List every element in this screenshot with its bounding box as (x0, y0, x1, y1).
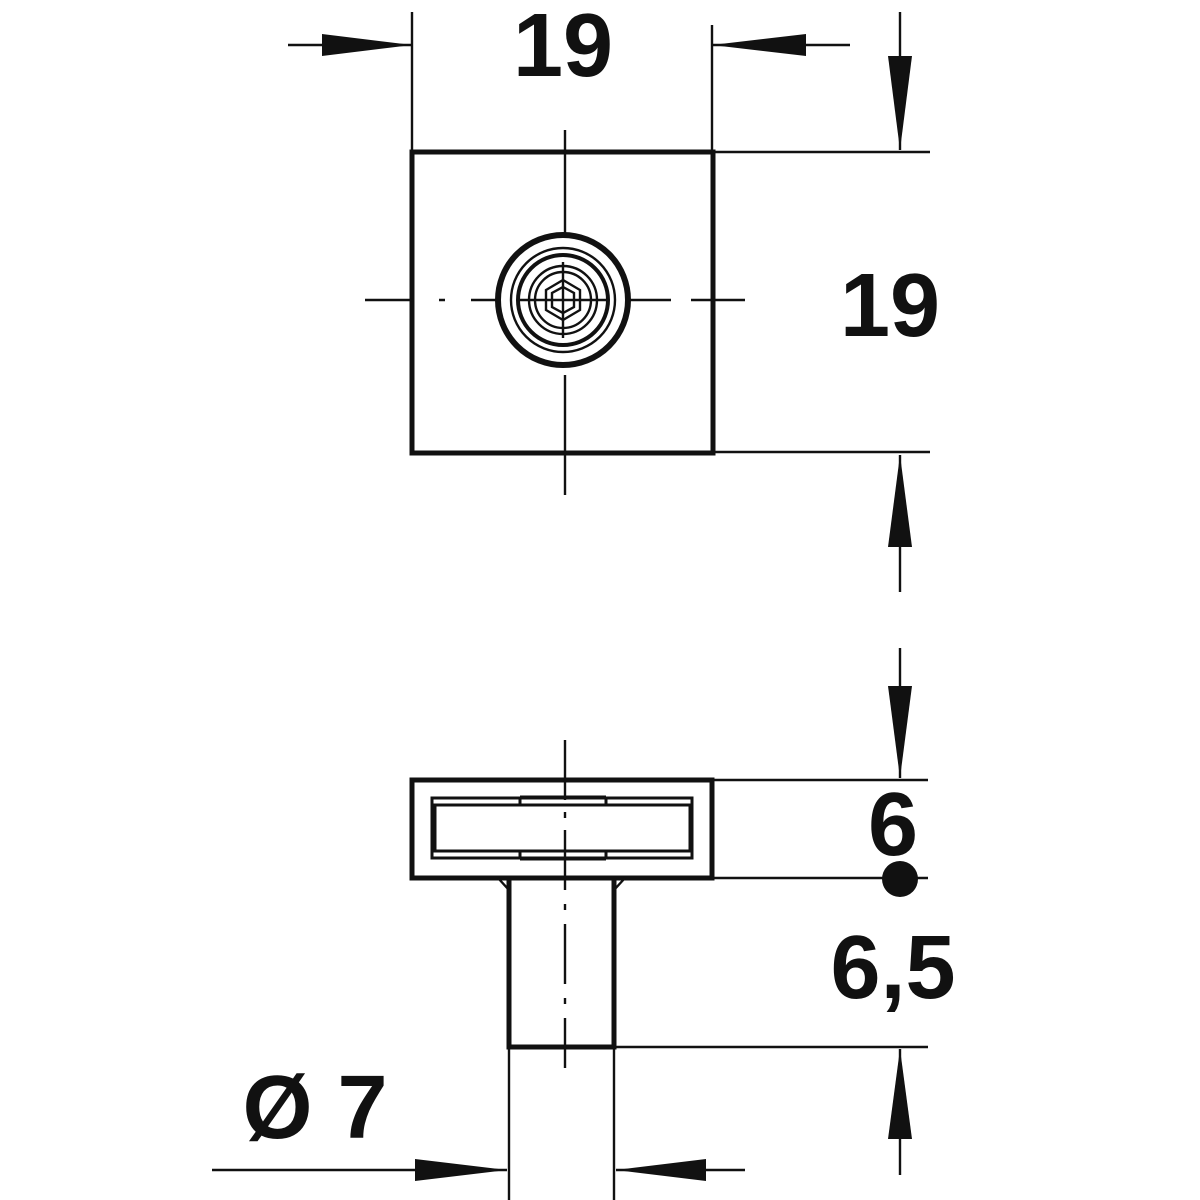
top-view: 19 19 (288, 0, 940, 592)
top-height-arrow-bottom (888, 455, 912, 547)
top-width-arrow-right (712, 34, 806, 56)
cam-ring-3 (516, 253, 610, 347)
side-view: Ø 7 6 6,5 (212, 648, 956, 1200)
head-cam-slot (433, 803, 692, 853)
head-inner-recess (430, 796, 694, 860)
top-height-arrow-top (888, 56, 912, 150)
shank-length-arrow-bottom (888, 1049, 912, 1139)
head-height-arrow-top (888, 686, 912, 778)
head-height-label: 6 (868, 775, 918, 875)
head-cam-body-bottom (518, 849, 608, 859)
dimension-dot (882, 861, 918, 897)
top-width-arrow-left (322, 34, 412, 56)
diameter-arrow-right (616, 1159, 706, 1181)
top-view-square-outline (409, 149, 716, 456)
top-height-label: 19 (840, 256, 940, 356)
top-width-label: 19 (513, 0, 613, 96)
diameter-label: Ø 7 (242, 1058, 387, 1158)
cam-ring-2 (509, 246, 617, 354)
shank-length-label: 6,5 (830, 918, 955, 1018)
shank-left-fillet (497, 877, 510, 891)
head-outline (409, 777, 715, 881)
head-cam-body (518, 797, 608, 807)
diameter-arrow-left (415, 1159, 507, 1181)
shank-outline (506, 878, 617, 1050)
shank-right-fillet (613, 877, 626, 891)
